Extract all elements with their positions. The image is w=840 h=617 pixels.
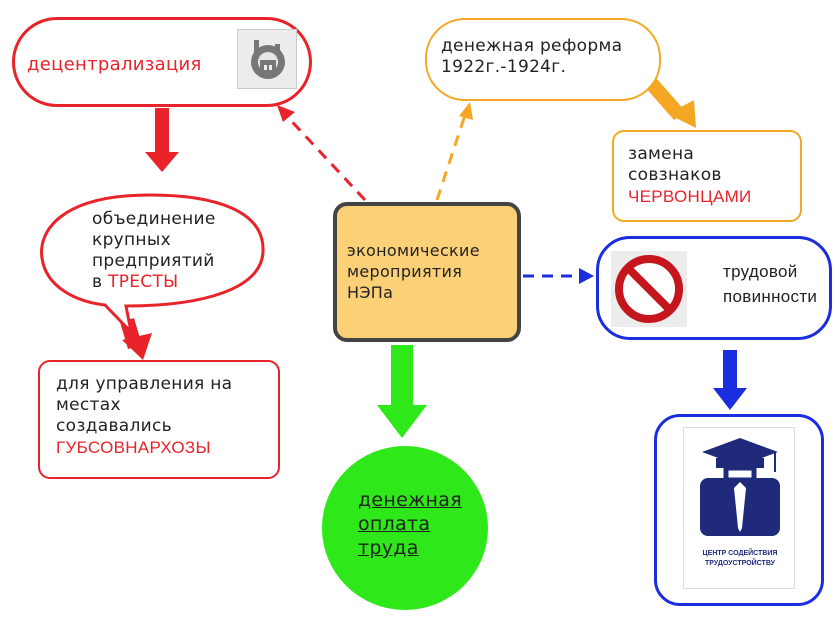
- thick-arrowhead-wages: [377, 405, 427, 438]
- wages-line-1: денежная: [358, 489, 462, 511]
- gubsovnarkhoz-line-2: местах: [56, 395, 121, 415]
- money-reform-node: денежная реформа 1922г.-1924г.: [425, 18, 661, 101]
- wages-line-2: оплата: [358, 513, 431, 535]
- wages-node: денежная оплата труда: [322, 446, 488, 610]
- replacement-line-2: совзнаков: [628, 165, 722, 185]
- briefcase-graduation-icon: ЦЕНТР СОДЕЙСТВИЯ ТРУДОУСТРОЙСТВУ: [683, 427, 795, 589]
- employment-logo-line-2: ТРУДОУСТРОЙСТВУ: [705, 560, 775, 567]
- center-line-2: мероприятия: [347, 262, 463, 281]
- thick-arrowhead-money: [668, 100, 696, 128]
- trusts-line-2: крупных: [92, 230, 171, 250]
- money-reform-line-1: денежная реформа: [441, 36, 623, 56]
- replacement-line-1: замена: [628, 144, 695, 164]
- center-line-3: НЭПа: [347, 283, 394, 302]
- prohibition-icon: [611, 251, 687, 327]
- center-line-1: экономические: [347, 241, 480, 260]
- thick-arrowhead-decentralization: [145, 152, 179, 172]
- trusts-line-4: в ТРЕСТЫ: [92, 272, 178, 293]
- money-reform-line-2: 1922г.-1924г.: [441, 57, 567, 77]
- arrowhead-money-reform: [459, 102, 473, 120]
- trusts-line-3: предприятий: [92, 251, 215, 271]
- thick-arrow-shaft-wages: [391, 345, 413, 407]
- decentralization-label: децентрализация: [27, 54, 202, 75]
- gubsovnarkhoz-node: для управления на местах создавались ГУБ…: [38, 360, 280, 479]
- gubsovnarkhoz-highlight: ГУБСОВНАРХОЗЫ: [56, 438, 211, 457]
- dashed-arrow-money-reform: [435, 111, 468, 201]
- thick-arrow-shaft-labor: [723, 350, 737, 390]
- labor-duty-line-2: повинности: [723, 287, 818, 306]
- thick-arrowhead-labor: [713, 388, 747, 410]
- labor-duty-node: трудовой повинности: [596, 236, 832, 340]
- employment-logo-line-1: ЦЕНТР СОДЕЙСТВИЯ: [702, 550, 778, 557]
- industry-icon: [237, 29, 297, 89]
- thick-arrow-shaft-money: [645, 79, 686, 120]
- thick-arrow-shaft-decentralization: [155, 108, 169, 154]
- trusts-speech-bubble: [40, 193, 265, 337]
- employment-center-node: ЦЕНТР СОДЕЙСТВИЯ ТРУДОУСТРОЙСТВУ: [654, 414, 824, 606]
- wages-line-3: труда: [358, 537, 419, 559]
- trusts-highlight: ТРЕСТЫ: [108, 272, 179, 292]
- replacement-node: замена совзнаков ЧЕРВОНЦАМИ: [612, 130, 802, 222]
- thick-arrowhead-trusts: [122, 333, 152, 360]
- labor-duty-line-1: трудовой: [723, 262, 798, 281]
- trusts-line-4-prefix: в: [92, 272, 109, 292]
- gubsovnarkhoz-line-1: для управления на: [56, 374, 233, 394]
- gubsovnarkhoz-line-3: создавались: [56, 416, 172, 436]
- arrowhead-decentralization: [277, 105, 295, 122]
- decentralization-node: децентрализация: [12, 17, 312, 107]
- dashed-arrow-decentralization: [281, 110, 367, 202]
- arrowhead-labor-duty: [579, 268, 594, 284]
- center-node: экономические мероприятия НЭПа: [333, 202, 521, 342]
- replacement-highlight: ЧЕРВОНЦАМИ: [628, 187, 752, 206]
- trusts-line-1: объединение: [92, 209, 216, 229]
